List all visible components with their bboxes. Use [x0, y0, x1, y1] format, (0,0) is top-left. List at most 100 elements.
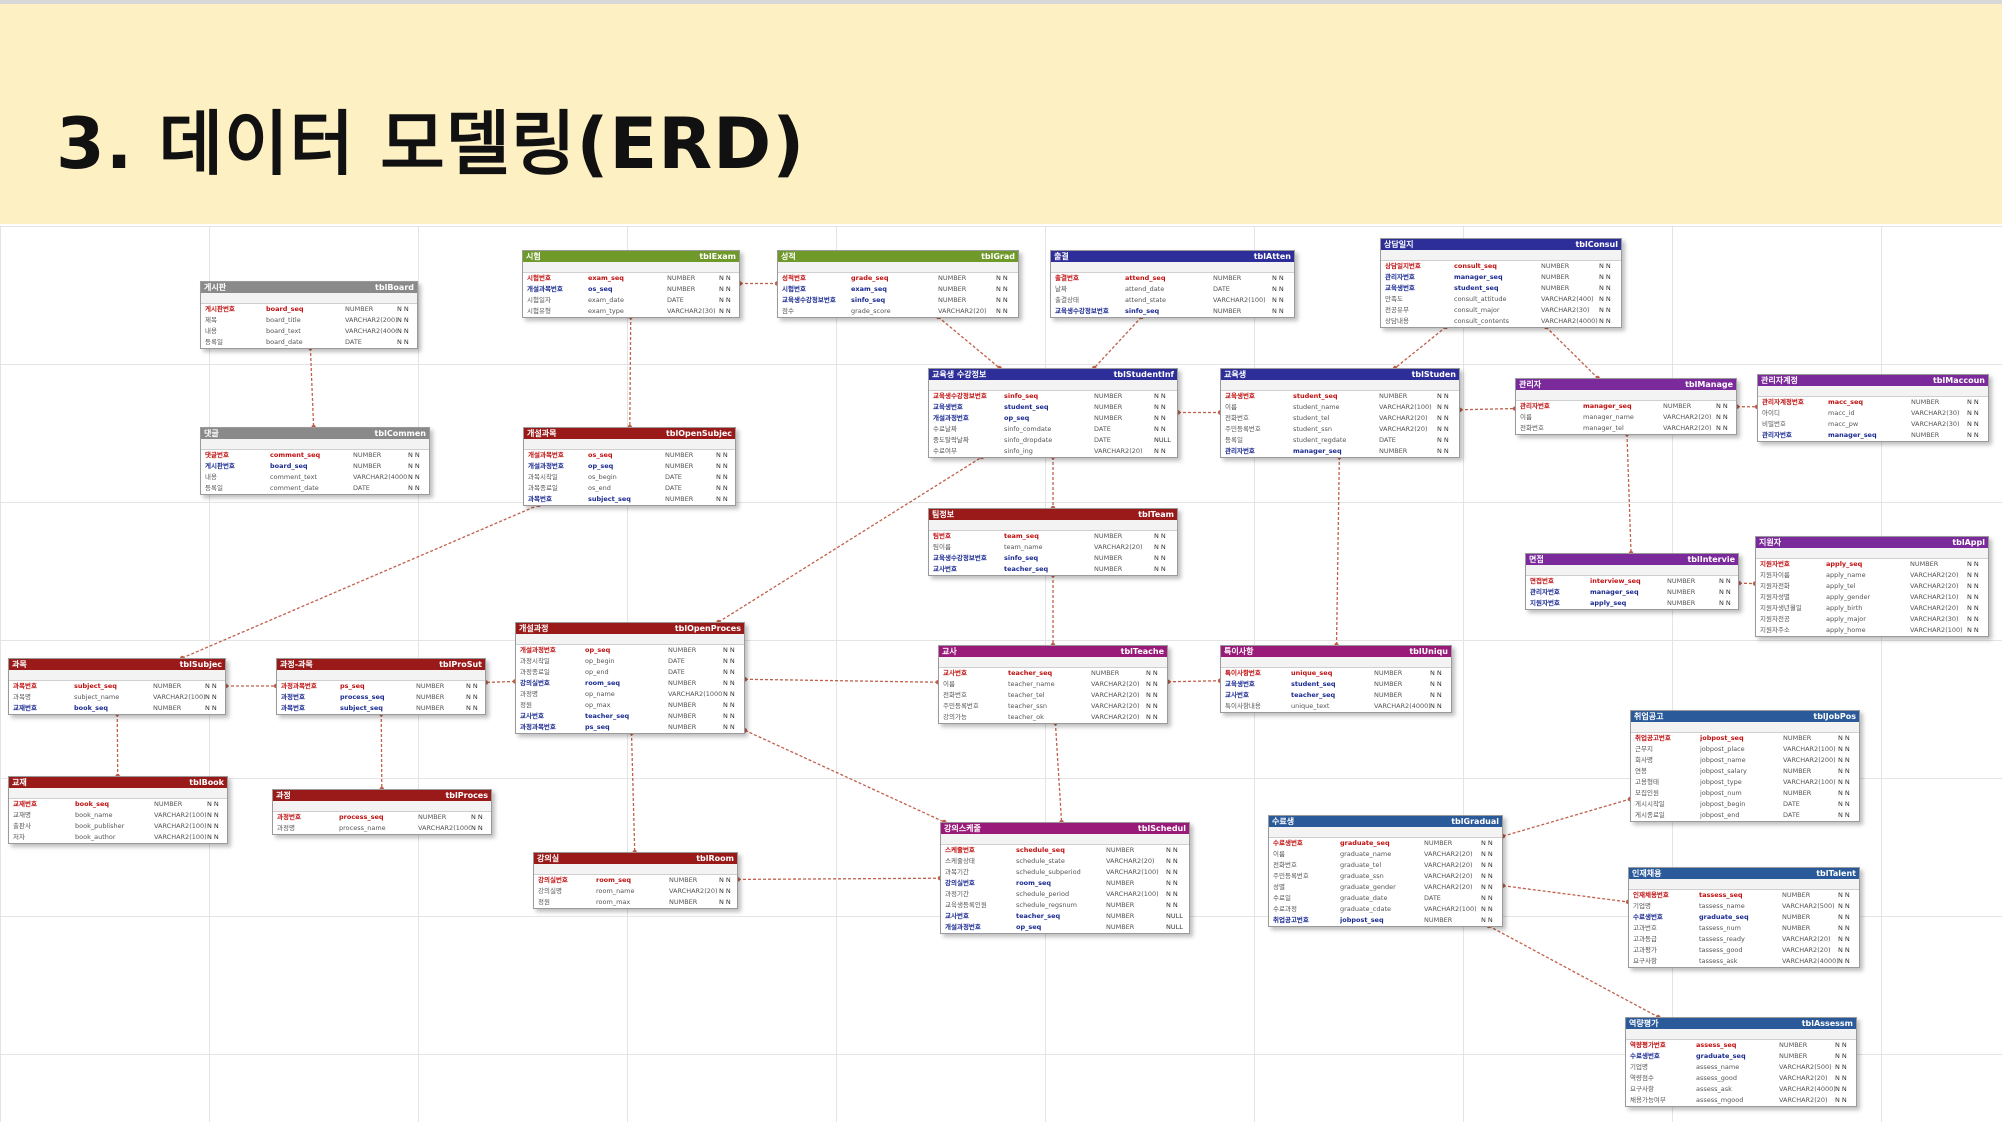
column-logical-name: 정원 — [520, 701, 532, 709]
column-physical-name: grade_score — [851, 307, 891, 315]
column-type: VARCHAR2(20) — [1782, 935, 1831, 943]
column-logical-name: 개설과정번호 — [528, 462, 564, 470]
column-nullable: N N — [205, 682, 217, 690]
table-physical-name: tblAppl — [1952, 538, 1985, 547]
column-nullable: N N — [207, 833, 219, 841]
column-physical-name: sinfo_comdate — [1004, 425, 1052, 433]
column-nullable: N N — [471, 813, 483, 821]
table-logical-name: 강의스케줄 — [944, 824, 981, 833]
column-physical-name: tassess_ready — [1699, 935, 1745, 943]
column-nullable: N N — [207, 800, 219, 808]
column-nullable: N N — [723, 712, 735, 720]
column-nullable: N N — [719, 296, 731, 304]
column-logical-name: 강의실번호 — [520, 679, 550, 687]
column-physical-name: sinfo_seq — [1004, 554, 1039, 562]
column-physical-name: interview_seq — [1590, 577, 1641, 585]
column-nullable: N N — [719, 285, 731, 293]
column-logical-name: 과정기간 — [945, 890, 969, 898]
column-physical-name: jobpost_begin — [1700, 800, 1746, 808]
column-physical-name: team_seq — [1004, 532, 1039, 540]
column-logical-name: 시험유형 — [527, 307, 551, 315]
table-physical-name: tblConsul — [1575, 240, 1618, 249]
column-nullable: N N — [1430, 691, 1442, 699]
column-logical-name: 교사번호 — [1225, 691, 1249, 699]
column-logical-name: 팀번호 — [933, 532, 951, 540]
column-nullable: N N — [723, 690, 735, 698]
column-header-strip — [1221, 657, 1451, 668]
column-type: NUMBER — [1106, 923, 1135, 931]
column-nullable: N N — [466, 704, 478, 712]
column-header-strip — [524, 439, 735, 450]
column-type: NUMBER — [1779, 1041, 1808, 1049]
column-logical-name: 성적번호 — [782, 274, 806, 282]
column-type: VARCHAR2(100) — [1379, 403, 1432, 411]
column-logical-name: 회사명 — [1635, 756, 1653, 764]
column-logical-name: 수료일 — [1273, 894, 1291, 902]
column-nullable: N N — [1154, 425, 1166, 433]
column-type: VARCHAR2(20) — [1091, 713, 1140, 721]
table-physical-name: tblAtten — [1253, 252, 1291, 261]
column-physical-name: student_tel — [1293, 414, 1330, 422]
column-logical-name: 스케줄번호 — [945, 846, 975, 854]
column-physical-name: student_seq — [1293, 392, 1338, 400]
column-nullable: N N — [1967, 571, 1979, 579]
column-physical-name: graduate_cdate — [1340, 905, 1392, 913]
column-type: VARCHAR2(20) — [1094, 543, 1143, 551]
column-logical-name: 과목기간 — [945, 868, 969, 876]
column-logical-name: 과정번호 — [281, 693, 305, 701]
column-header-strip — [273, 801, 491, 812]
column-logical-name: 게시판번호 — [205, 462, 235, 470]
column-nullable: N N — [1835, 1041, 1847, 1049]
column-logical-name: 교육생수강정보번호 — [933, 554, 987, 562]
table-logical-name: 댓글 — [204, 429, 219, 438]
column-type: NUMBER — [938, 285, 967, 293]
column-physical-name: tassess_num — [1699, 924, 1741, 932]
column-physical-name: subject_seq — [340, 704, 383, 712]
column-logical-name: 점수 — [782, 307, 794, 315]
column-header-strip — [201, 293, 417, 304]
column-type: VARCHAR2(20) — [938, 307, 987, 315]
